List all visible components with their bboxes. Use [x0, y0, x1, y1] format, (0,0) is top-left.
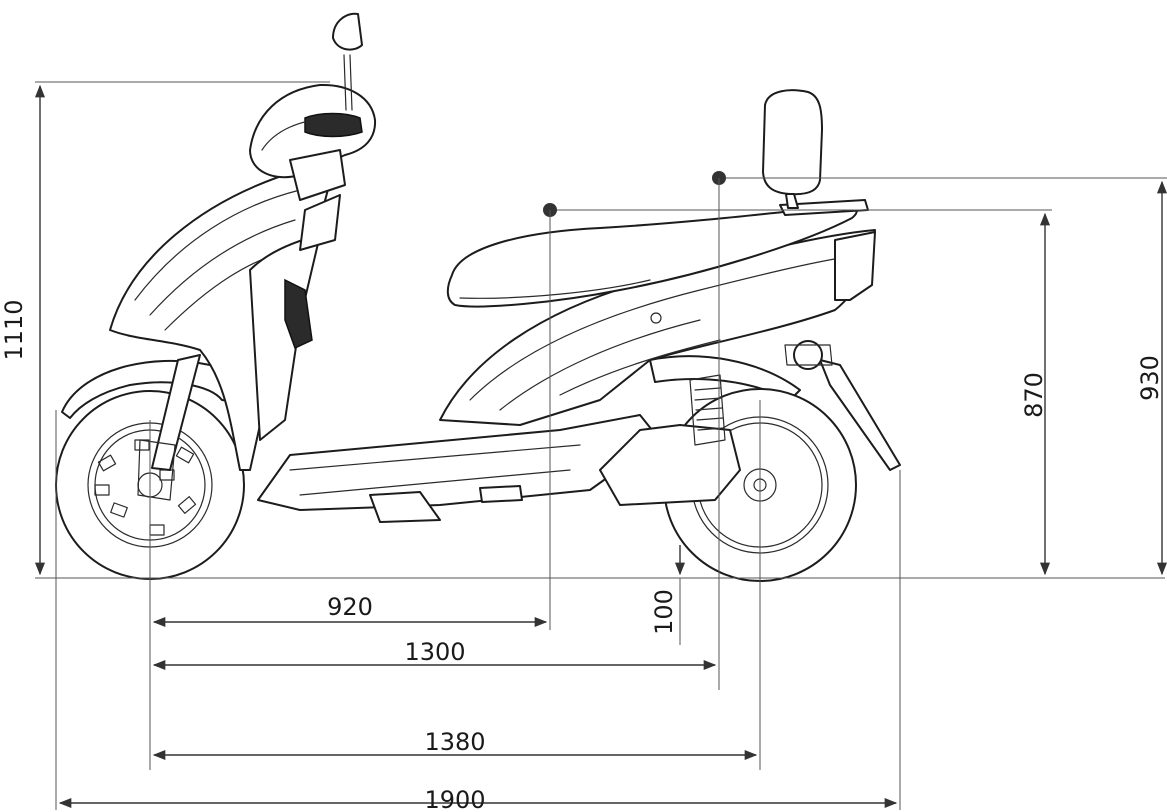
- seat-height-label: 870: [1020, 372, 1048, 418]
- front-to-backrest-label: 1300: [404, 638, 465, 666]
- front-cowl: [249, 83, 377, 179]
- backrest-height-label: 930: [1136, 355, 1164, 401]
- overall-height-label: 1110: [0, 299, 28, 360]
- overall-length-label: 1900: [424, 786, 485, 812]
- scooter-drawing: [55, 12, 901, 582]
- mirror: [332, 12, 363, 111]
- front-to-seat-label: 920: [327, 593, 373, 621]
- backrest: [762, 89, 823, 209]
- dimension-annotations: 1110 870 930 100 920 1300 1380: [0, 81, 1167, 812]
- ground-clearance-label: 100: [650, 589, 678, 635]
- wheelbase-label: 1380: [424, 728, 485, 756]
- rear-shock: [689, 374, 726, 446]
